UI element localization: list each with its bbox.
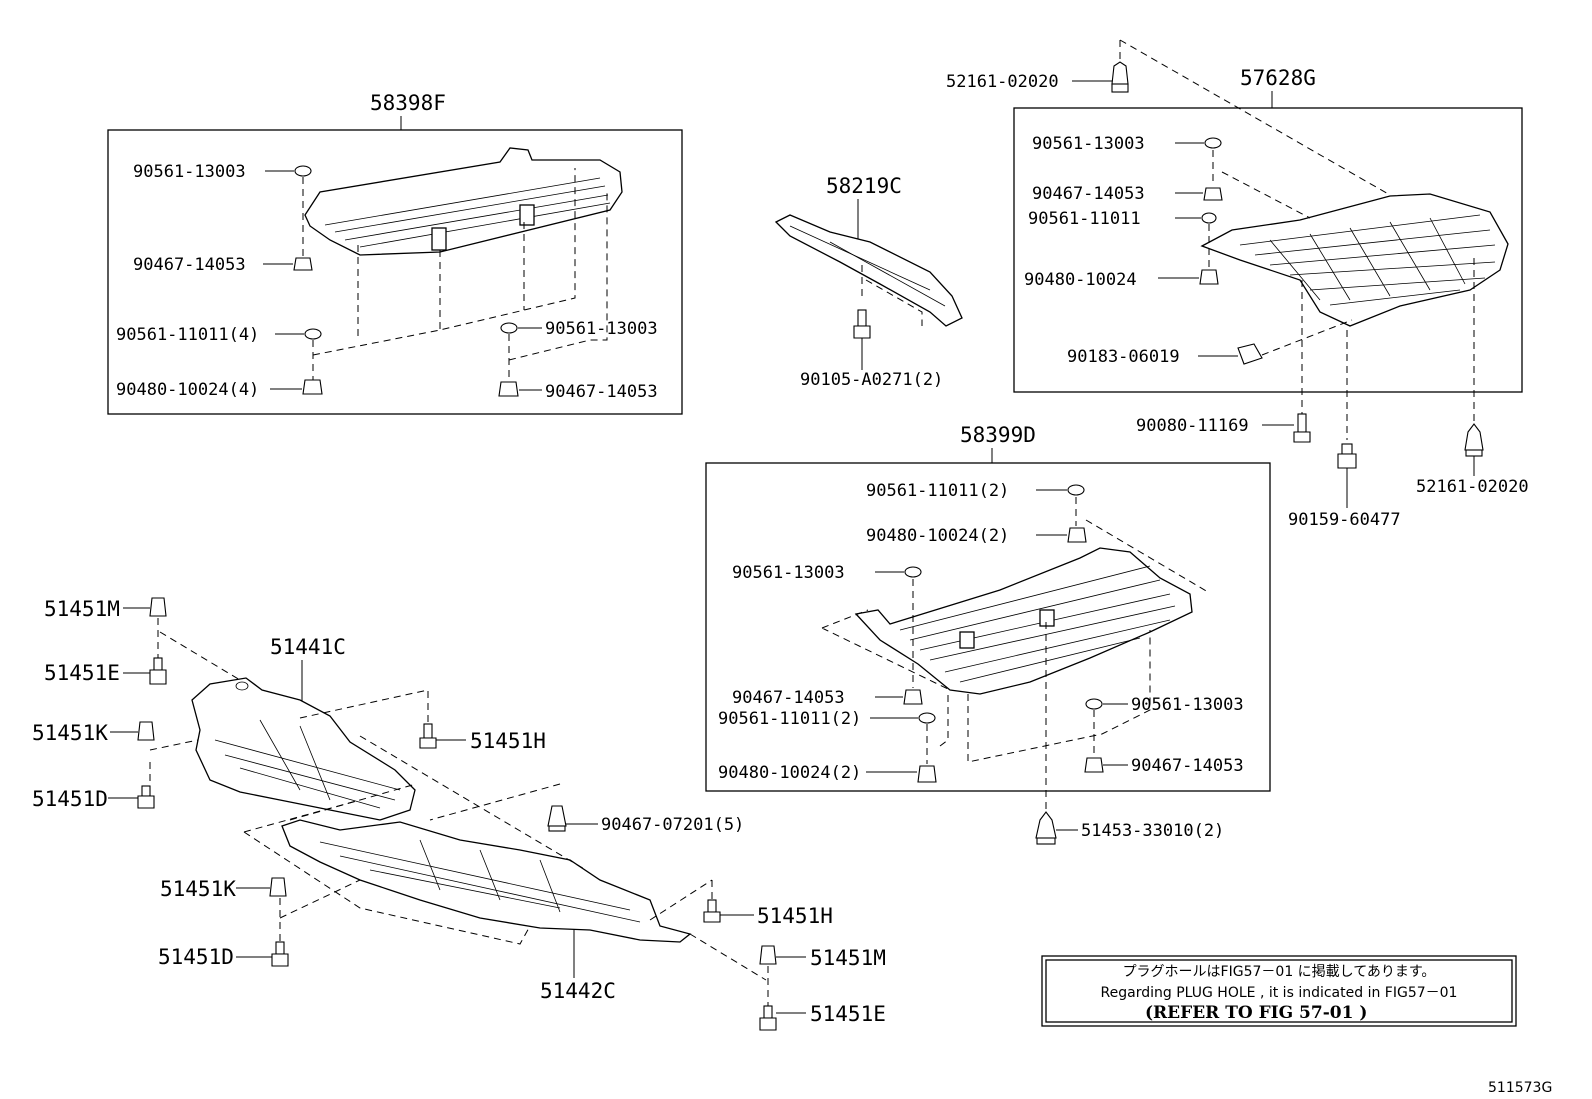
fastener-58399D-h <box>1084 757 1104 773</box>
group-label-51442C: 51442C <box>540 979 616 1003</box>
label-57628G-top: 52161-02020 <box>946 72 1059 92</box>
fastener-58398F-f <box>498 381 519 397</box>
note-japanese: プラグホールはFIG57－01 に掲載してあります。 <box>1123 964 1436 980</box>
fastener-58399D-d <box>903 689 923 705</box>
label-58398F-c: 90561-11011(4) <box>116 325 259 345</box>
bolt-51451E-1 <box>149 657 167 685</box>
label-58399D-b: 90480-10024(2) <box>866 526 1009 546</box>
note-refer: (REFER TO FIG 57-01 ) <box>1145 1003 1367 1023</box>
fastener-58399D-f <box>917 765 937 783</box>
group-label-51441C: 51441C <box>270 635 346 659</box>
label-58398F-b: 90467-14053 <box>133 255 246 275</box>
fastener-58399D-b <box>1067 527 1087 543</box>
bolt-51451D-1 <box>137 785 155 809</box>
label-57628G-out-a: 90080-11169 <box>1136 416 1249 436</box>
label-51451E-2: 51451E <box>810 1002 886 1026</box>
label-51451H-2: 51451H <box>757 904 833 928</box>
bolt-57628G-a <box>1293 413 1311 443</box>
fastener-57628G-d <box>1199 269 1219 285</box>
clip-90467-07201 <box>547 805 567 832</box>
label-57628G-d: 90480-10024 <box>1024 270 1137 290</box>
note-box-inner <box>1045 959 1513 1023</box>
fastener-58399D-c <box>904 566 922 578</box>
label-58219C-bolt: 90105-A0271(2) <box>800 370 943 390</box>
panel-58399D <box>854 547 1193 695</box>
panel-57628G <box>1200 193 1509 327</box>
label-51451D-1: 51451D <box>32 787 108 811</box>
bolt-51451D-2 <box>271 941 289 967</box>
label-57628G-e: 90183-06019 <box>1067 347 1180 367</box>
clip-57628G-c <box>1464 423 1484 457</box>
group-box-58399D <box>705 462 1271 792</box>
label-58398F-f: 90467-14053 <box>545 382 658 402</box>
note-box <box>1041 955 1517 1027</box>
label-57628G-c: 90561-11011 <box>1028 209 1141 229</box>
bolt-51451K-1 <box>137 721 155 741</box>
fastener-58399D-g <box>1085 698 1103 710</box>
fastener-58399D-e <box>918 712 936 724</box>
label-51451H-1: 51451H <box>470 729 546 753</box>
label-58399D-a: 90561-11011(2) <box>866 481 1009 501</box>
fastener-57628G-c <box>1201 212 1217 224</box>
label-58398F-e: 90561-13003 <box>545 319 658 339</box>
label-57628G-b: 90467-14053 <box>1032 184 1145 204</box>
bolt-51451E-2 <box>759 1005 777 1031</box>
bolt-51451M-1 <box>149 597 167 617</box>
bolt-57628G-b <box>1337 443 1357 469</box>
label-58399D-e: 90561-11011(2) <box>718 709 861 729</box>
group-label-58399D: 58399D <box>960 423 1036 447</box>
clip-57628G-top <box>1111 61 1129 93</box>
label-51451D-2: 51451D <box>158 945 234 969</box>
fastener-58399D-a <box>1067 484 1085 496</box>
figure-id: 511573G <box>1488 1080 1552 1096</box>
label-57628G-a: 90561-13003 <box>1032 134 1145 154</box>
label-51453: 51453-33010(2) <box>1081 821 1224 841</box>
label-51451M-2: 51451M <box>810 946 886 970</box>
fastener-58398F-a <box>294 165 312 177</box>
bolt-58219C <box>853 309 871 339</box>
fastener-58398F-c <box>304 328 322 340</box>
group-label-58219C: 58219C <box>826 174 902 198</box>
bolt-51451H-2 <box>703 899 721 923</box>
label-51451E-1: 51451E <box>44 661 120 685</box>
note-english: Regarding PLUG HOLE , it is indicated in… <box>1101 985 1458 1001</box>
label-51451K-1: 51451K <box>32 721 108 745</box>
fastener-58398F-b <box>293 257 313 271</box>
label-58399D-g: 90561-13003 <box>1131 695 1244 715</box>
cover-51442C <box>281 819 692 943</box>
fastener-58398F-e <box>500 322 518 334</box>
panel-58398F <box>304 147 623 256</box>
fastener-57628G-a <box>1204 137 1222 149</box>
label-57628G-out-b: 90159-60477 <box>1288 510 1401 530</box>
group-label-57628G: 57628G <box>1240 66 1316 90</box>
bolt-51451M-2 <box>759 945 777 965</box>
label-51451K-2: 51451K <box>160 877 236 901</box>
group-label-58398F: 58398F <box>370 91 446 115</box>
label-58399D-f: 90480-10024(2) <box>718 763 861 783</box>
fastener-57628G-b <box>1203 187 1223 201</box>
nut-57628G-e <box>1237 343 1263 365</box>
label-58398F-a: 90561-13003 <box>133 162 246 182</box>
label-57628G-out-c: 52161-02020 <box>1416 477 1529 497</box>
label-51451M-1: 51451M <box>44 597 120 621</box>
bolt-51451H-1 <box>419 723 437 749</box>
group-box-58398F <box>107 129 683 415</box>
label-90467-07201: 90467-07201(5) <box>601 815 744 835</box>
label-58399D-c: 90561-13003 <box>732 563 845 583</box>
group-box-57628G <box>1013 107 1523 393</box>
label-58399D-d: 90467-14053 <box>732 688 845 708</box>
clip-51453 <box>1035 811 1057 845</box>
label-58398F-d: 90480-10024(4) <box>116 380 259 400</box>
cover-51441C <box>191 677 416 821</box>
fastener-58398F-d <box>302 379 323 395</box>
bolt-51451K-2 <box>269 877 287 897</box>
bracket-58219C <box>774 214 963 327</box>
label-58399D-h: 90467-14053 <box>1131 756 1244 776</box>
